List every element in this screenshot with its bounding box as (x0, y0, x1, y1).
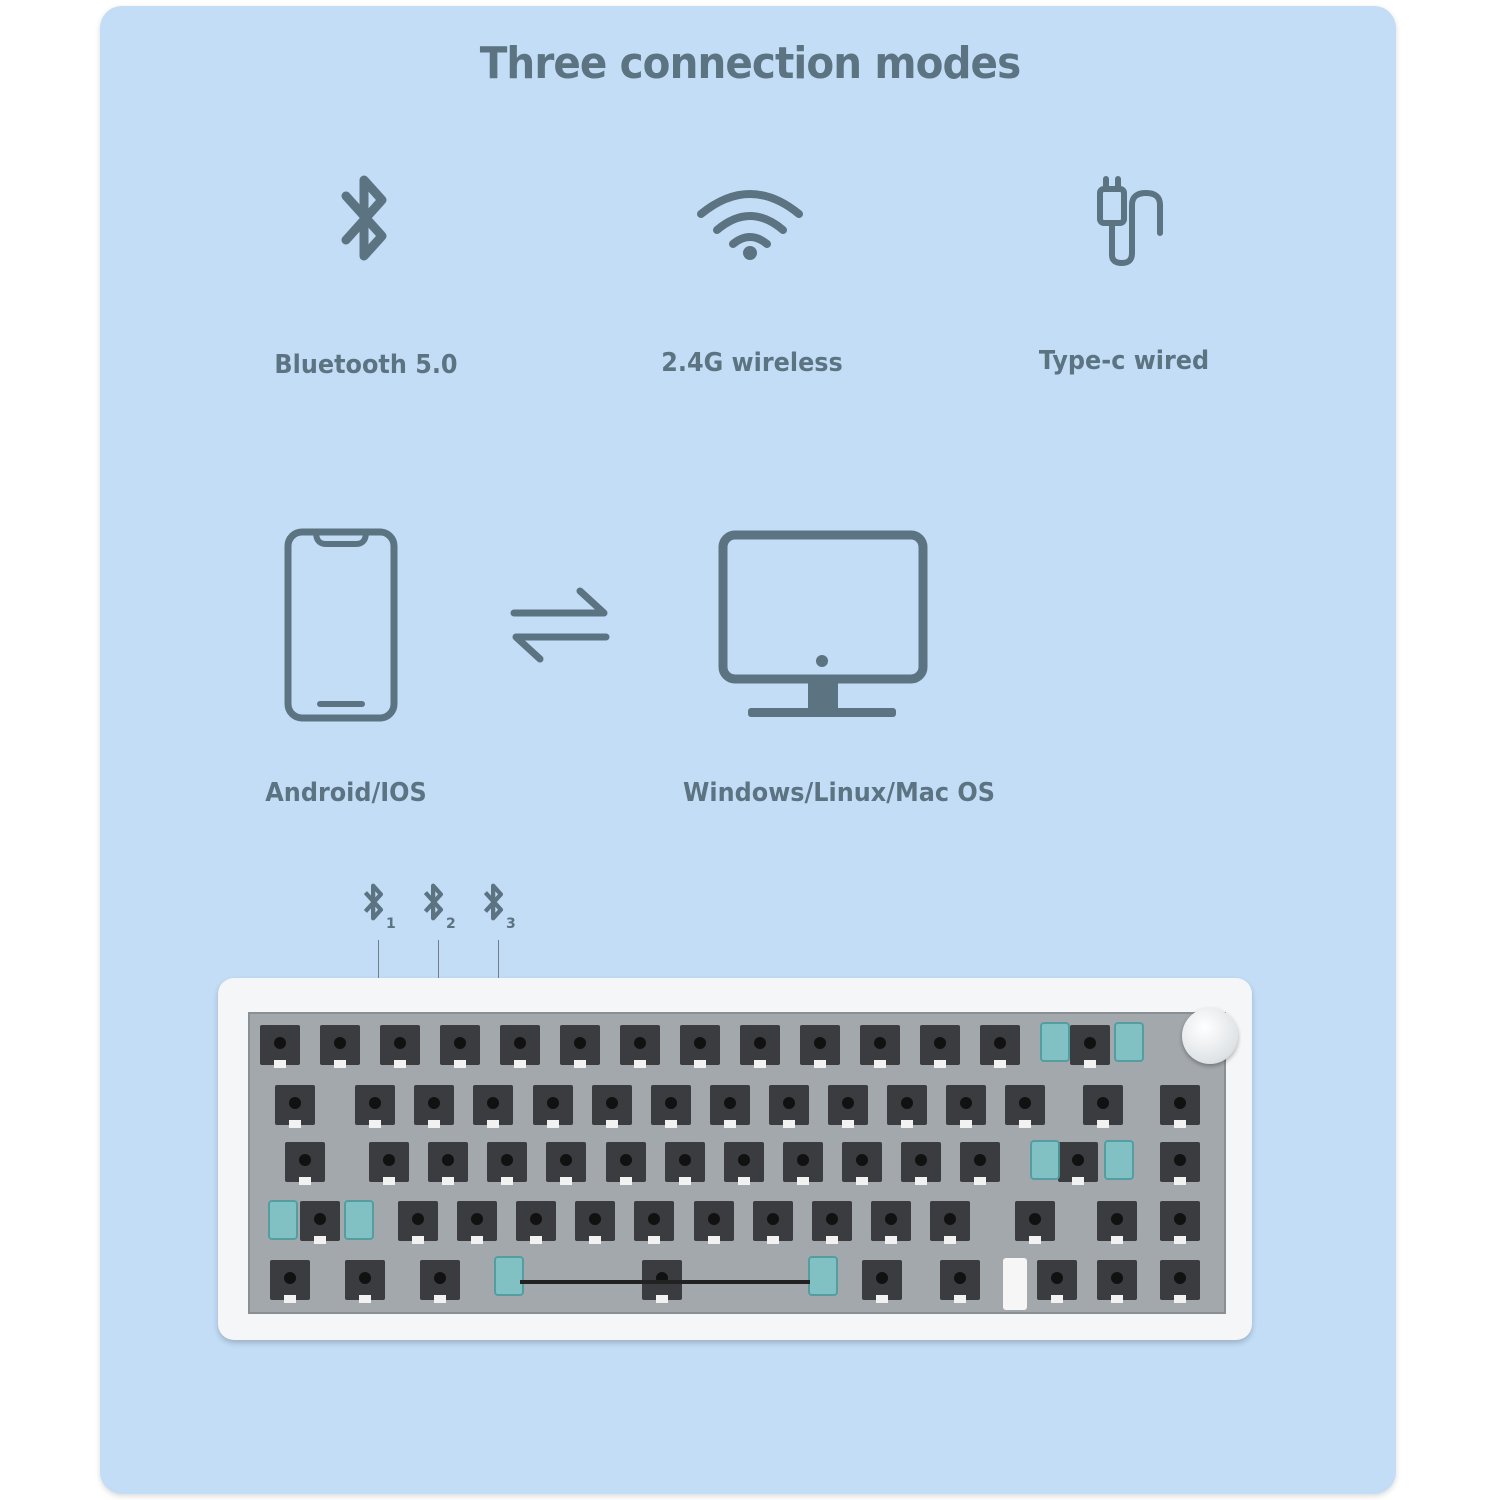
switch-socket (380, 1025, 420, 1068)
stabilizer (1030, 1140, 1060, 1180)
switch-socket (516, 1201, 556, 1244)
stabilizer (1104, 1140, 1134, 1180)
switch-socket (355, 1085, 395, 1128)
switch-socket (1005, 1085, 1045, 1128)
bluetooth-icon (483, 883, 503, 921)
switch-socket (694, 1201, 734, 1244)
switch-socket (680, 1025, 720, 1068)
switch-socket (275, 1085, 315, 1128)
switch-socket (1160, 1085, 1200, 1128)
switch-socket (1083, 1085, 1123, 1128)
bluetooth-channel-marker: 2 (422, 880, 456, 932)
switch-socket (440, 1025, 480, 1068)
switch-socket (871, 1201, 911, 1244)
switch-socket (606, 1142, 646, 1185)
switch-socket (940, 1260, 980, 1303)
switch-socket (828, 1085, 868, 1128)
switch-socket (740, 1025, 780, 1068)
switch-socket (1070, 1025, 1110, 1068)
smartphone-icon (284, 528, 398, 722)
bluetooth-icon (423, 883, 443, 921)
switch-socket (487, 1142, 527, 1185)
switch-socket (592, 1085, 632, 1128)
device-label-mobile: Android/IOS (265, 778, 427, 808)
switch-socket (260, 1025, 300, 1068)
switch-socket (860, 1025, 900, 1068)
switch-socket (620, 1025, 660, 1068)
switch-socket (300, 1201, 340, 1244)
switch-socket (769, 1085, 809, 1128)
mode-label-bluetooth: Bluetooth 5.0 (274, 350, 458, 380)
switch-socket (320, 1025, 360, 1068)
switch-socket (930, 1201, 970, 1244)
switch-socket (710, 1085, 750, 1128)
switch-socket (1160, 1201, 1200, 1244)
bluetooth-channel-number: 2 (446, 916, 456, 933)
stabilizer (808, 1256, 838, 1296)
switch-socket (473, 1085, 513, 1128)
wifi-icon (697, 190, 803, 260)
bluetooth-icon (341, 175, 387, 261)
switch-socket (812, 1201, 852, 1244)
switch-socket (920, 1025, 960, 1068)
mode-label-wired: Type-c wired (1038, 346, 1210, 376)
bluetooth-channel-marker: 1 (362, 880, 396, 932)
switch-socket (1097, 1260, 1137, 1303)
mode-label-wireless: 2.4G wireless (661, 348, 843, 378)
stabilizer (1114, 1022, 1144, 1062)
page-title: Three connection modes (479, 38, 1021, 89)
switch-socket (946, 1085, 986, 1128)
switch-socket (862, 1260, 902, 1303)
switch-socket (500, 1025, 540, 1068)
switch-socket (575, 1201, 615, 1244)
device-label-desktop: Windows/Linux/Mac OS (683, 778, 995, 808)
switch-socket (980, 1025, 1020, 1068)
bluetooth-channel-marker: 3 (482, 880, 516, 932)
bluetooth-icon (363, 883, 383, 921)
switch-socket (901, 1142, 941, 1185)
switch-socket (414, 1085, 454, 1128)
volume-knob (1182, 1008, 1238, 1064)
switch-socket (651, 1085, 691, 1128)
switch-socket (533, 1085, 573, 1128)
switch-socket (285, 1142, 325, 1185)
stabilizer (344, 1200, 374, 1240)
switch-socket (457, 1201, 497, 1244)
switch-socket (345, 1260, 385, 1303)
switch-socket (724, 1142, 764, 1185)
switch-socket (842, 1142, 882, 1185)
stabilizer (494, 1256, 524, 1296)
switch-socket (369, 1142, 409, 1185)
bluetooth-channel-number: 1 (386, 916, 396, 933)
stabilizer (1040, 1022, 1070, 1062)
switch-socket (546, 1142, 586, 1185)
usb-c-cable-icon (1097, 176, 1163, 267)
switch-socket (800, 1025, 840, 1068)
switch-socket (1097, 1201, 1137, 1244)
swap-arrows-icon (510, 587, 610, 663)
stabilizer-wire (520, 1280, 810, 1284)
bluetooth-channel-number: 3 (506, 916, 516, 933)
switch-socket (1037, 1260, 1077, 1303)
switch-socket (398, 1201, 438, 1244)
switch-socket (1160, 1142, 1200, 1185)
switch-socket (665, 1142, 705, 1185)
monitor-icon (718, 530, 928, 717)
switch-socket (783, 1142, 823, 1185)
switch-socket (887, 1085, 927, 1128)
switch-socket (753, 1201, 793, 1244)
switch-socket (1160, 1260, 1200, 1303)
switch-socket (1015, 1201, 1055, 1244)
switch-socket (420, 1260, 460, 1303)
switch-socket (634, 1201, 674, 1244)
connection-switch (1003, 1258, 1027, 1310)
switch-socket (428, 1142, 468, 1185)
switch-socket (560, 1025, 600, 1068)
switch-socket (270, 1260, 310, 1303)
switch-socket (1058, 1142, 1098, 1185)
stabilizer (268, 1200, 298, 1240)
switch-socket (960, 1142, 1000, 1185)
